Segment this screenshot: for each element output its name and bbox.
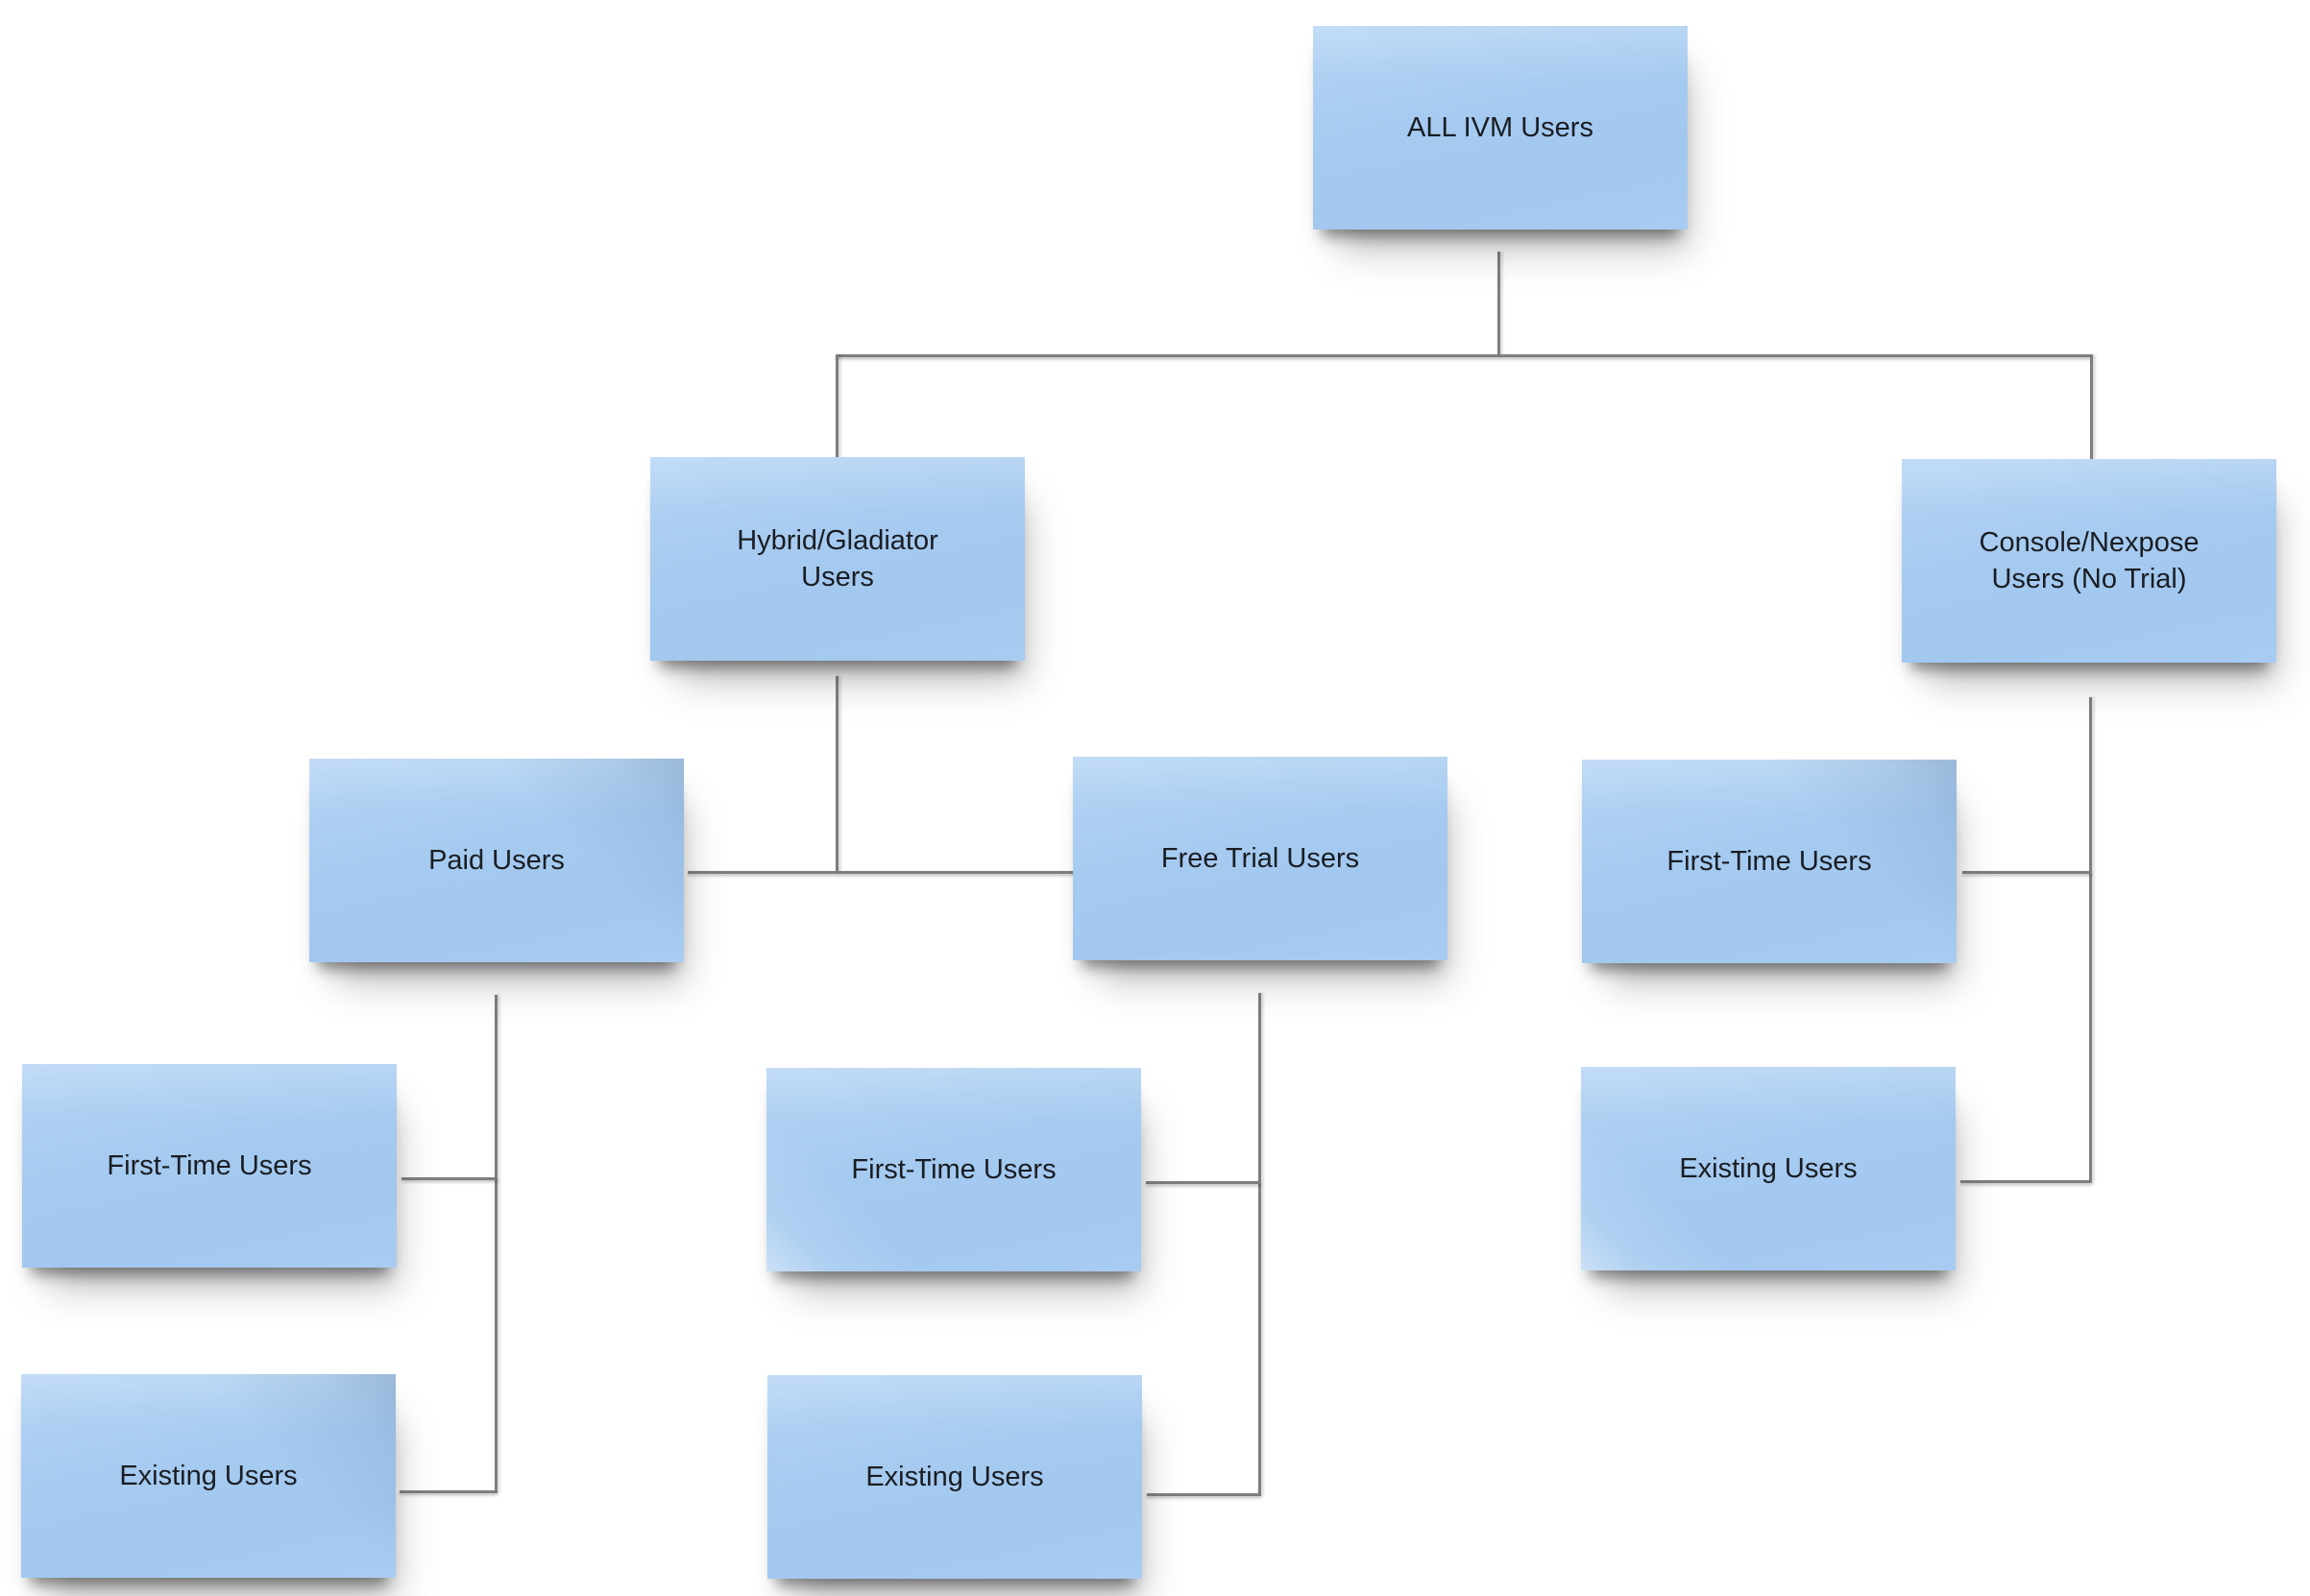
sticky-note-console-nexpose-users[interactable]: Console/Nexpose Users (No Trial) — [1902, 459, 2276, 663]
connector-trial-to-existing — [1147, 1493, 1261, 1496]
connector-allivm-stem — [1497, 252, 1500, 357]
note-label: Existing Users — [865, 1462, 1044, 1492]
connector-console-to-firsttime — [1962, 871, 2092, 874]
sticky-note-trial-first-time-users[interactable]: First-Time Users — [766, 1068, 1141, 1271]
connector-bus-to-hybrid — [836, 354, 839, 460]
connector-hybrid-stem — [836, 676, 839, 874]
note-label: First-Time Users — [107, 1150, 312, 1181]
note-label: Existing Users — [119, 1461, 298, 1491]
sticky-note-paid-existing-users[interactable]: Existing Users — [21, 1374, 396, 1578]
sticky-note-all-ivm-users[interactable]: ALL IVM Users — [1313, 26, 1688, 230]
note-label: ALL IVM Users — [1407, 112, 1593, 143]
sticky-note-hybrid-gladiator-users[interactable]: Hybrid/Gladiator Users — [650, 457, 1025, 661]
note-label: First-Time Users — [1666, 846, 1872, 877]
note-label: Hybrid/Gladiator Users — [737, 525, 938, 592]
note-label: Existing Users — [1679, 1153, 1858, 1184]
sticky-note-console-first-time-users[interactable]: First-Time Users — [1582, 760, 1957, 963]
connector-paid-stem — [495, 995, 498, 1493]
note-label: Paid Users — [428, 845, 565, 876]
connector-console-stem — [2089, 697, 2092, 1183]
connector-paid-freetrial-bus — [688, 871, 1076, 874]
sticky-note-paid-first-time-users[interactable]: First-Time Users — [22, 1064, 397, 1268]
sticky-note-console-existing-users[interactable]: Existing Users — [1581, 1067, 1956, 1270]
note-label: Console/Nexpose Users (No Trial) — [1979, 527, 2200, 594]
connector-bus-to-console — [2090, 354, 2093, 462]
sticky-note-free-trial-users[interactable]: Free Trial Users — [1073, 757, 1447, 960]
note-label: First-Time Users — [851, 1154, 1057, 1185]
sticky-note-trial-existing-users[interactable]: Existing Users — [767, 1375, 1142, 1579]
connector-freetrial-stem — [1258, 993, 1261, 1496]
connector-paid-to-firsttime — [401, 1177, 498, 1180]
sticky-note-paid-users[interactable]: Paid Users — [309, 759, 684, 962]
connector-level1-bus — [836, 354, 2093, 357]
connector-trial-to-firsttime — [1146, 1181, 1261, 1184]
connector-paid-to-existing — [400, 1490, 498, 1493]
note-label: Free Trial Users — [1160, 843, 1360, 874]
connector-console-to-existing — [1960, 1180, 2092, 1183]
